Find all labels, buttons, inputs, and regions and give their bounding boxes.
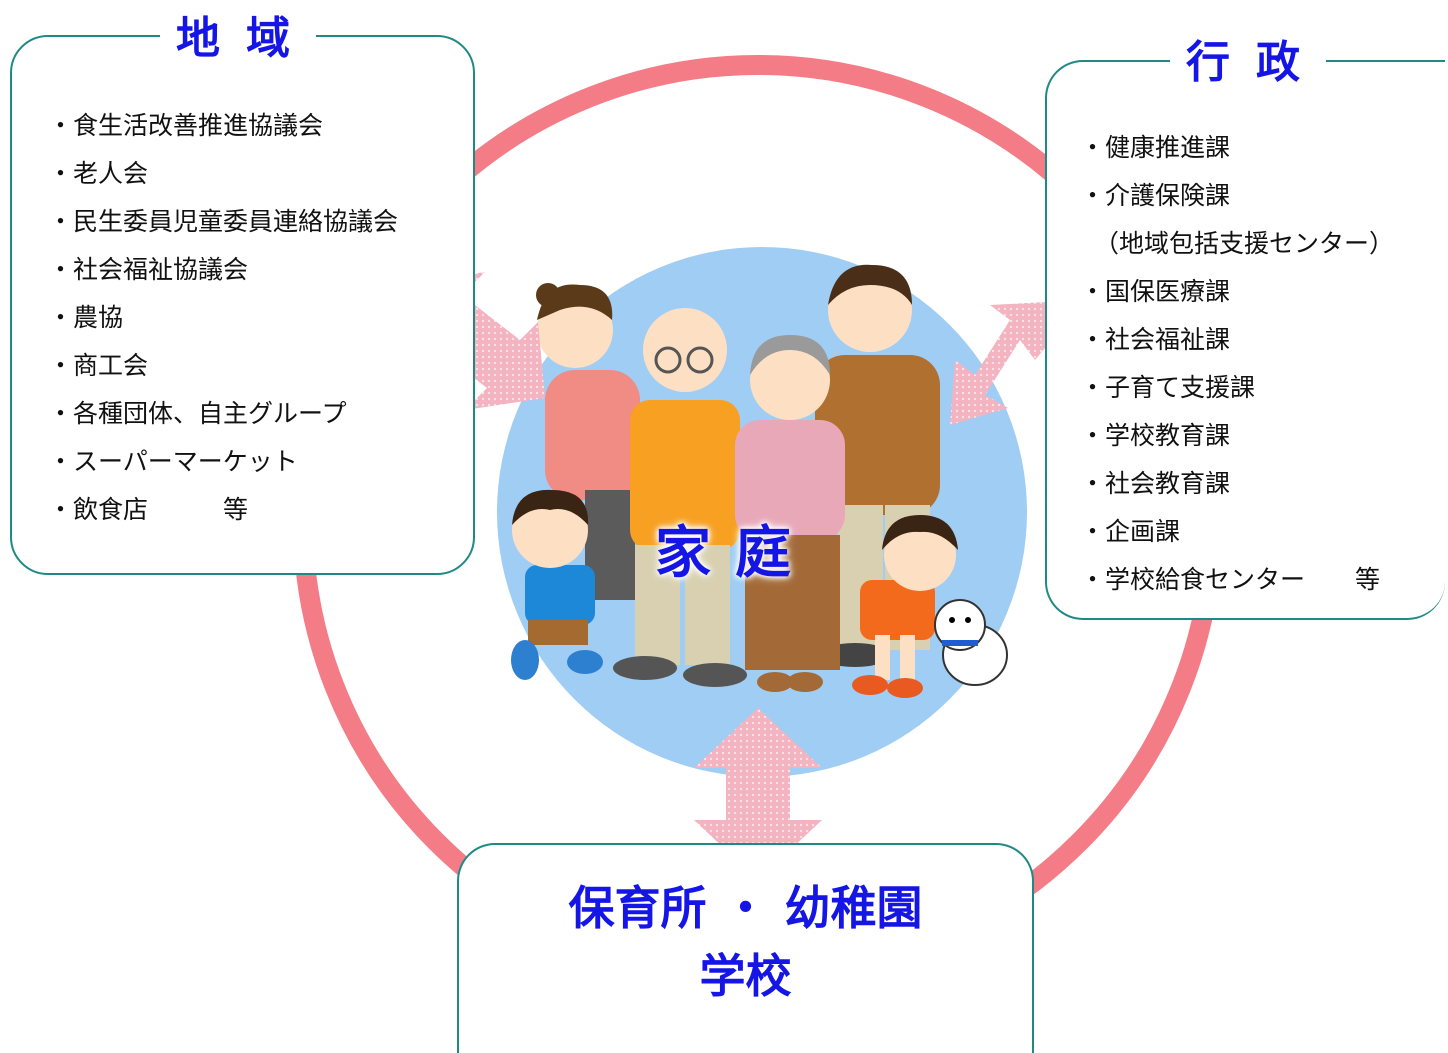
dog-figure [934, 599, 1008, 686]
list-item: ・商工会 [48, 351, 149, 380]
girl-figure [852, 515, 958, 698]
government-title: 行政 [1170, 38, 1326, 88]
government-box [1045, 60, 1445, 620]
list-item: ・介護保険課 [1080, 181, 1231, 210]
region-list: ・食生活改善推進協議会 ・老人会 ・民生委員児童委員連絡協議会 ・社会福祉協議会… [48, 102, 398, 534]
list-item: ・健康推進課 [1080, 133, 1231, 162]
list-item: ・農協 [48, 303, 124, 332]
list-item: ・企画課 [1080, 517, 1181, 546]
list-item: （地域包括支援センター） [1094, 229, 1395, 258]
arrow-schools-family [694, 708, 822, 880]
grandfather-figure [613, 308, 747, 687]
list-item: ・社会福祉課 [1080, 325, 1231, 354]
list-item: ・各種団体、自主グループ [48, 399, 347, 428]
schools-line-1: 保育所 ・ 幼稚園 [568, 881, 923, 935]
list-item: ・国保医療課 [1080, 277, 1231, 306]
list-item: ・老人会 [48, 159, 149, 188]
list-item: ・食生活改善推進協議会 [48, 111, 324, 140]
list-item: ・社会教育課 [1080, 469, 1231, 498]
government-list: ・健康推進課 ・介護保険課 （地域包括支援センター） ・国保医療課 ・社会福祉課… [1080, 124, 1394, 604]
family-label: 家庭 [655, 521, 815, 586]
list-item: ・民生委員児童委員連絡協議会 [48, 207, 399, 236]
list-item: ・学校給食センター 等 [1080, 565, 1381, 594]
region-title: 地域 [160, 14, 316, 64]
boy-figure [511, 489, 603, 680]
list-item: ・飲食店 等 [48, 495, 249, 524]
list-item: ・社会福祉協議会 [48, 255, 249, 284]
schools-box [457, 843, 1034, 1053]
list-item: ・子育て支援課 [1080, 373, 1256, 402]
family-illustration [511, 264, 1008, 698]
list-item: ・スーパーマーケット [48, 447, 298, 476]
schools-line-2: 学校 [699, 949, 792, 1003]
list-item: ・学校教育課 [1080, 421, 1231, 450]
grandmother-figure [735, 335, 845, 692]
